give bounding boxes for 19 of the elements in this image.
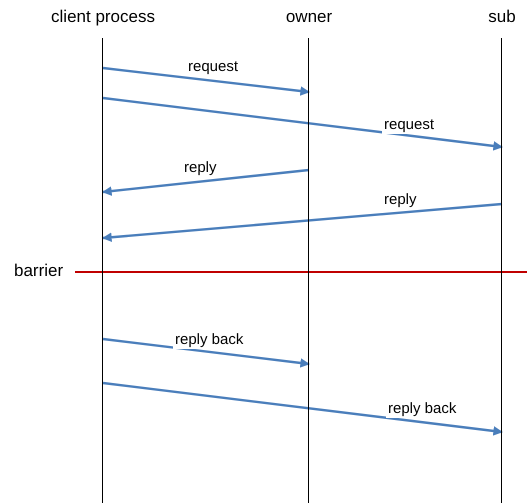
lifeline	[102, 38, 104, 503]
message-arrow	[102, 66, 310, 96]
edge-label: reply back	[173, 331, 246, 349]
edge-label: reply	[182, 159, 219, 177]
edge-label: reply back	[386, 400, 458, 418]
edge-label: request	[186, 58, 240, 76]
participant-label: sub	[487, 6, 517, 28]
edge-label: reply	[382, 191, 419, 209]
lifeline	[501, 38, 502, 503]
message-arrow	[102, 338, 310, 368]
message-arrow	[102, 382, 503, 436]
participant-label: client process	[50, 6, 156, 28]
barrier-label: barrier	[13, 262, 64, 280]
message-arrow	[102, 168, 310, 196]
lifeline	[308, 38, 310, 503]
message-arrow	[102, 96, 503, 151]
message-arrow	[102, 202, 502, 242]
edge-label: request	[382, 116, 436, 134]
participant-label: owner	[284, 6, 334, 28]
